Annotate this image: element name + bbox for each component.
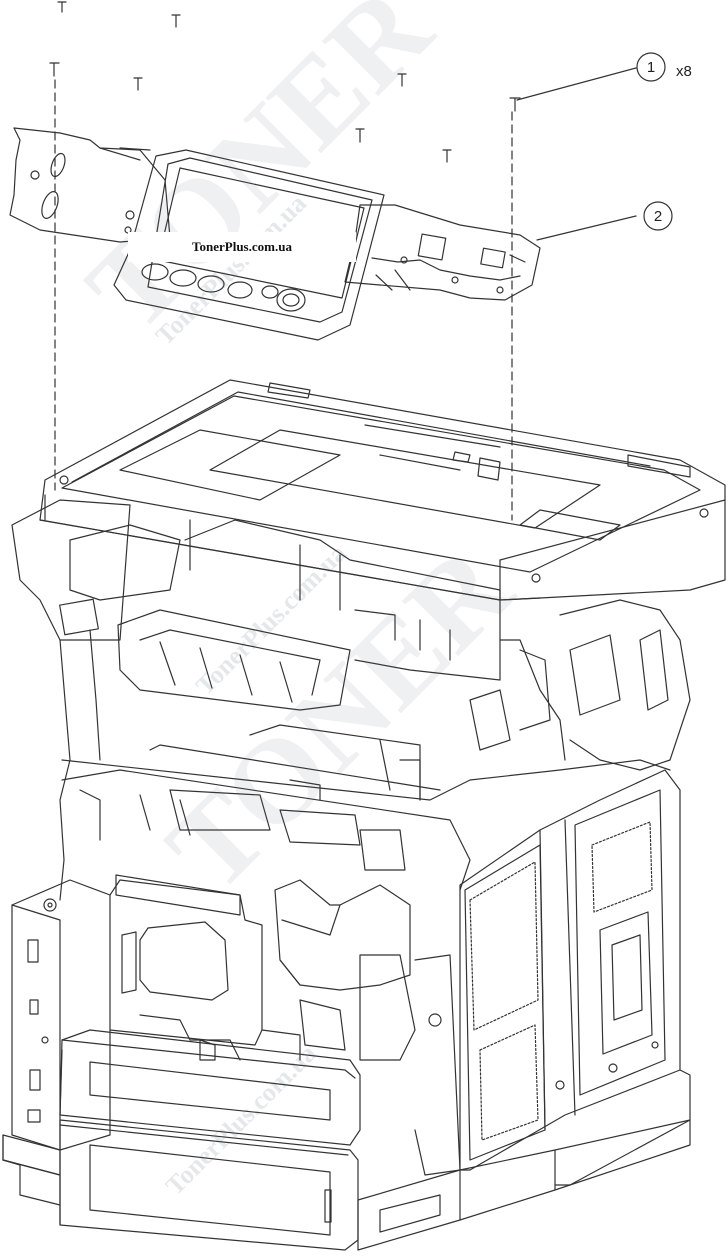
printer-base — [357, 1119, 691, 1251]
screw — [49, 62, 60, 77]
screw — [355, 128, 365, 143]
screw — [442, 149, 452, 163]
callout-quantity-1: x8 — [676, 63, 692, 80]
site-label: TonerPlus.com.ua — [128, 232, 356, 262]
screw — [509, 97, 521, 112]
paper-tray-upper — [59, 1029, 361, 1146]
screw-group — [49, 1, 521, 163]
screw — [397, 73, 407, 87]
callout-number-1: 1 — [647, 59, 655, 76]
leader-line-1 — [516, 67, 637, 101]
center-frame — [109, 874, 461, 1176]
leader-line-2 — [536, 215, 637, 241]
paper-tray-lower — [2, 1119, 359, 1251]
screw — [133, 77, 143, 91]
printer-chassis — [11, 499, 691, 901]
control-board — [344, 204, 541, 301]
callout-number-2: 2 — [654, 208, 662, 225]
control-panel — [113, 149, 385, 341]
left-bracket-plate — [9, 127, 171, 243]
left-side-panel — [2, 879, 111, 1176]
callout-circle-1 — [636, 52, 666, 82]
right-side-panel — [459, 769, 691, 1186]
screw — [57, 1, 67, 13]
callout-circle-2 — [643, 201, 673, 231]
screw — [171, 14, 181, 28]
